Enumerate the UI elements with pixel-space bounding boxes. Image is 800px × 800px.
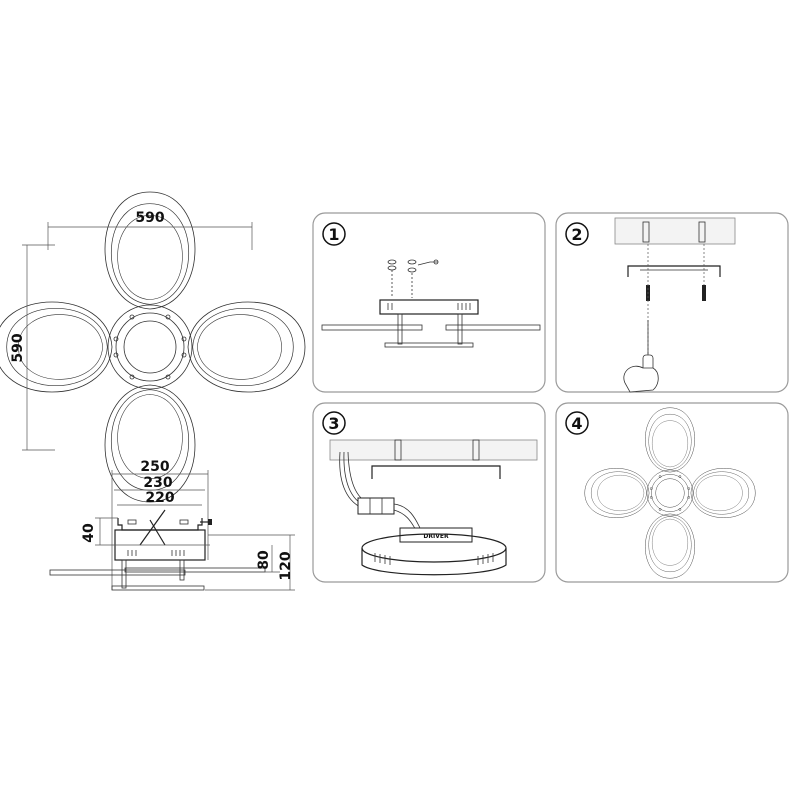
step-3-number: 3	[328, 414, 339, 433]
body-vents	[374, 553, 494, 565]
screwdriver	[623, 320, 659, 393]
wall-plug-left	[642, 221, 650, 243]
arm-right	[445, 324, 541, 331]
side-view: 250 230 220 40	[49, 459, 295, 591]
left-arm-side	[49, 569, 186, 576]
bracket-height-label: 40	[81, 523, 97, 543]
ceiling	[614, 217, 736, 245]
lamp-top-view	[0, 192, 305, 502]
step-1-panel: 1	[312, 212, 546, 393]
overall-width-label: 590	[135, 210, 164, 226]
step-3-panel: 3 DRIVER	[312, 402, 546, 583]
step-2-panel: 2	[555, 212, 789, 393]
step-2-number: 2	[571, 225, 582, 244]
wall-plug-right	[698, 221, 706, 243]
total-height-label: 120	[278, 551, 294, 580]
bracket-width-label: 230	[143, 475, 172, 491]
arm-lower	[384, 342, 474, 348]
vent-slots	[127, 550, 185, 556]
base-width-label: 250	[140, 459, 169, 475]
top-bracket	[379, 299, 479, 315]
terminal-block	[357, 497, 395, 515]
step-4-panel: 4	[555, 402, 789, 583]
ceiling-bracket	[627, 265, 721, 277]
lower-arm-side	[111, 585, 205, 591]
driver-box	[399, 527, 473, 543]
body-height-label: 80	[256, 550, 272, 570]
arm-left	[321, 324, 423, 331]
driver-label: DRIVER	[423, 533, 449, 540]
step-4-number: 4	[571, 414, 582, 433]
fastener-parts	[387, 259, 439, 298]
step-number-badge	[322, 222, 346, 246]
top-view: 590 590	[0, 192, 305, 502]
overall-height-label: 590	[10, 333, 26, 362]
installed-bracket	[371, 465, 501, 479]
step-1-number: 1	[328, 225, 339, 244]
mount-width-label: 220	[145, 490, 174, 506]
screw-right	[702, 285, 706, 301]
right-arm-side	[124, 567, 266, 573]
